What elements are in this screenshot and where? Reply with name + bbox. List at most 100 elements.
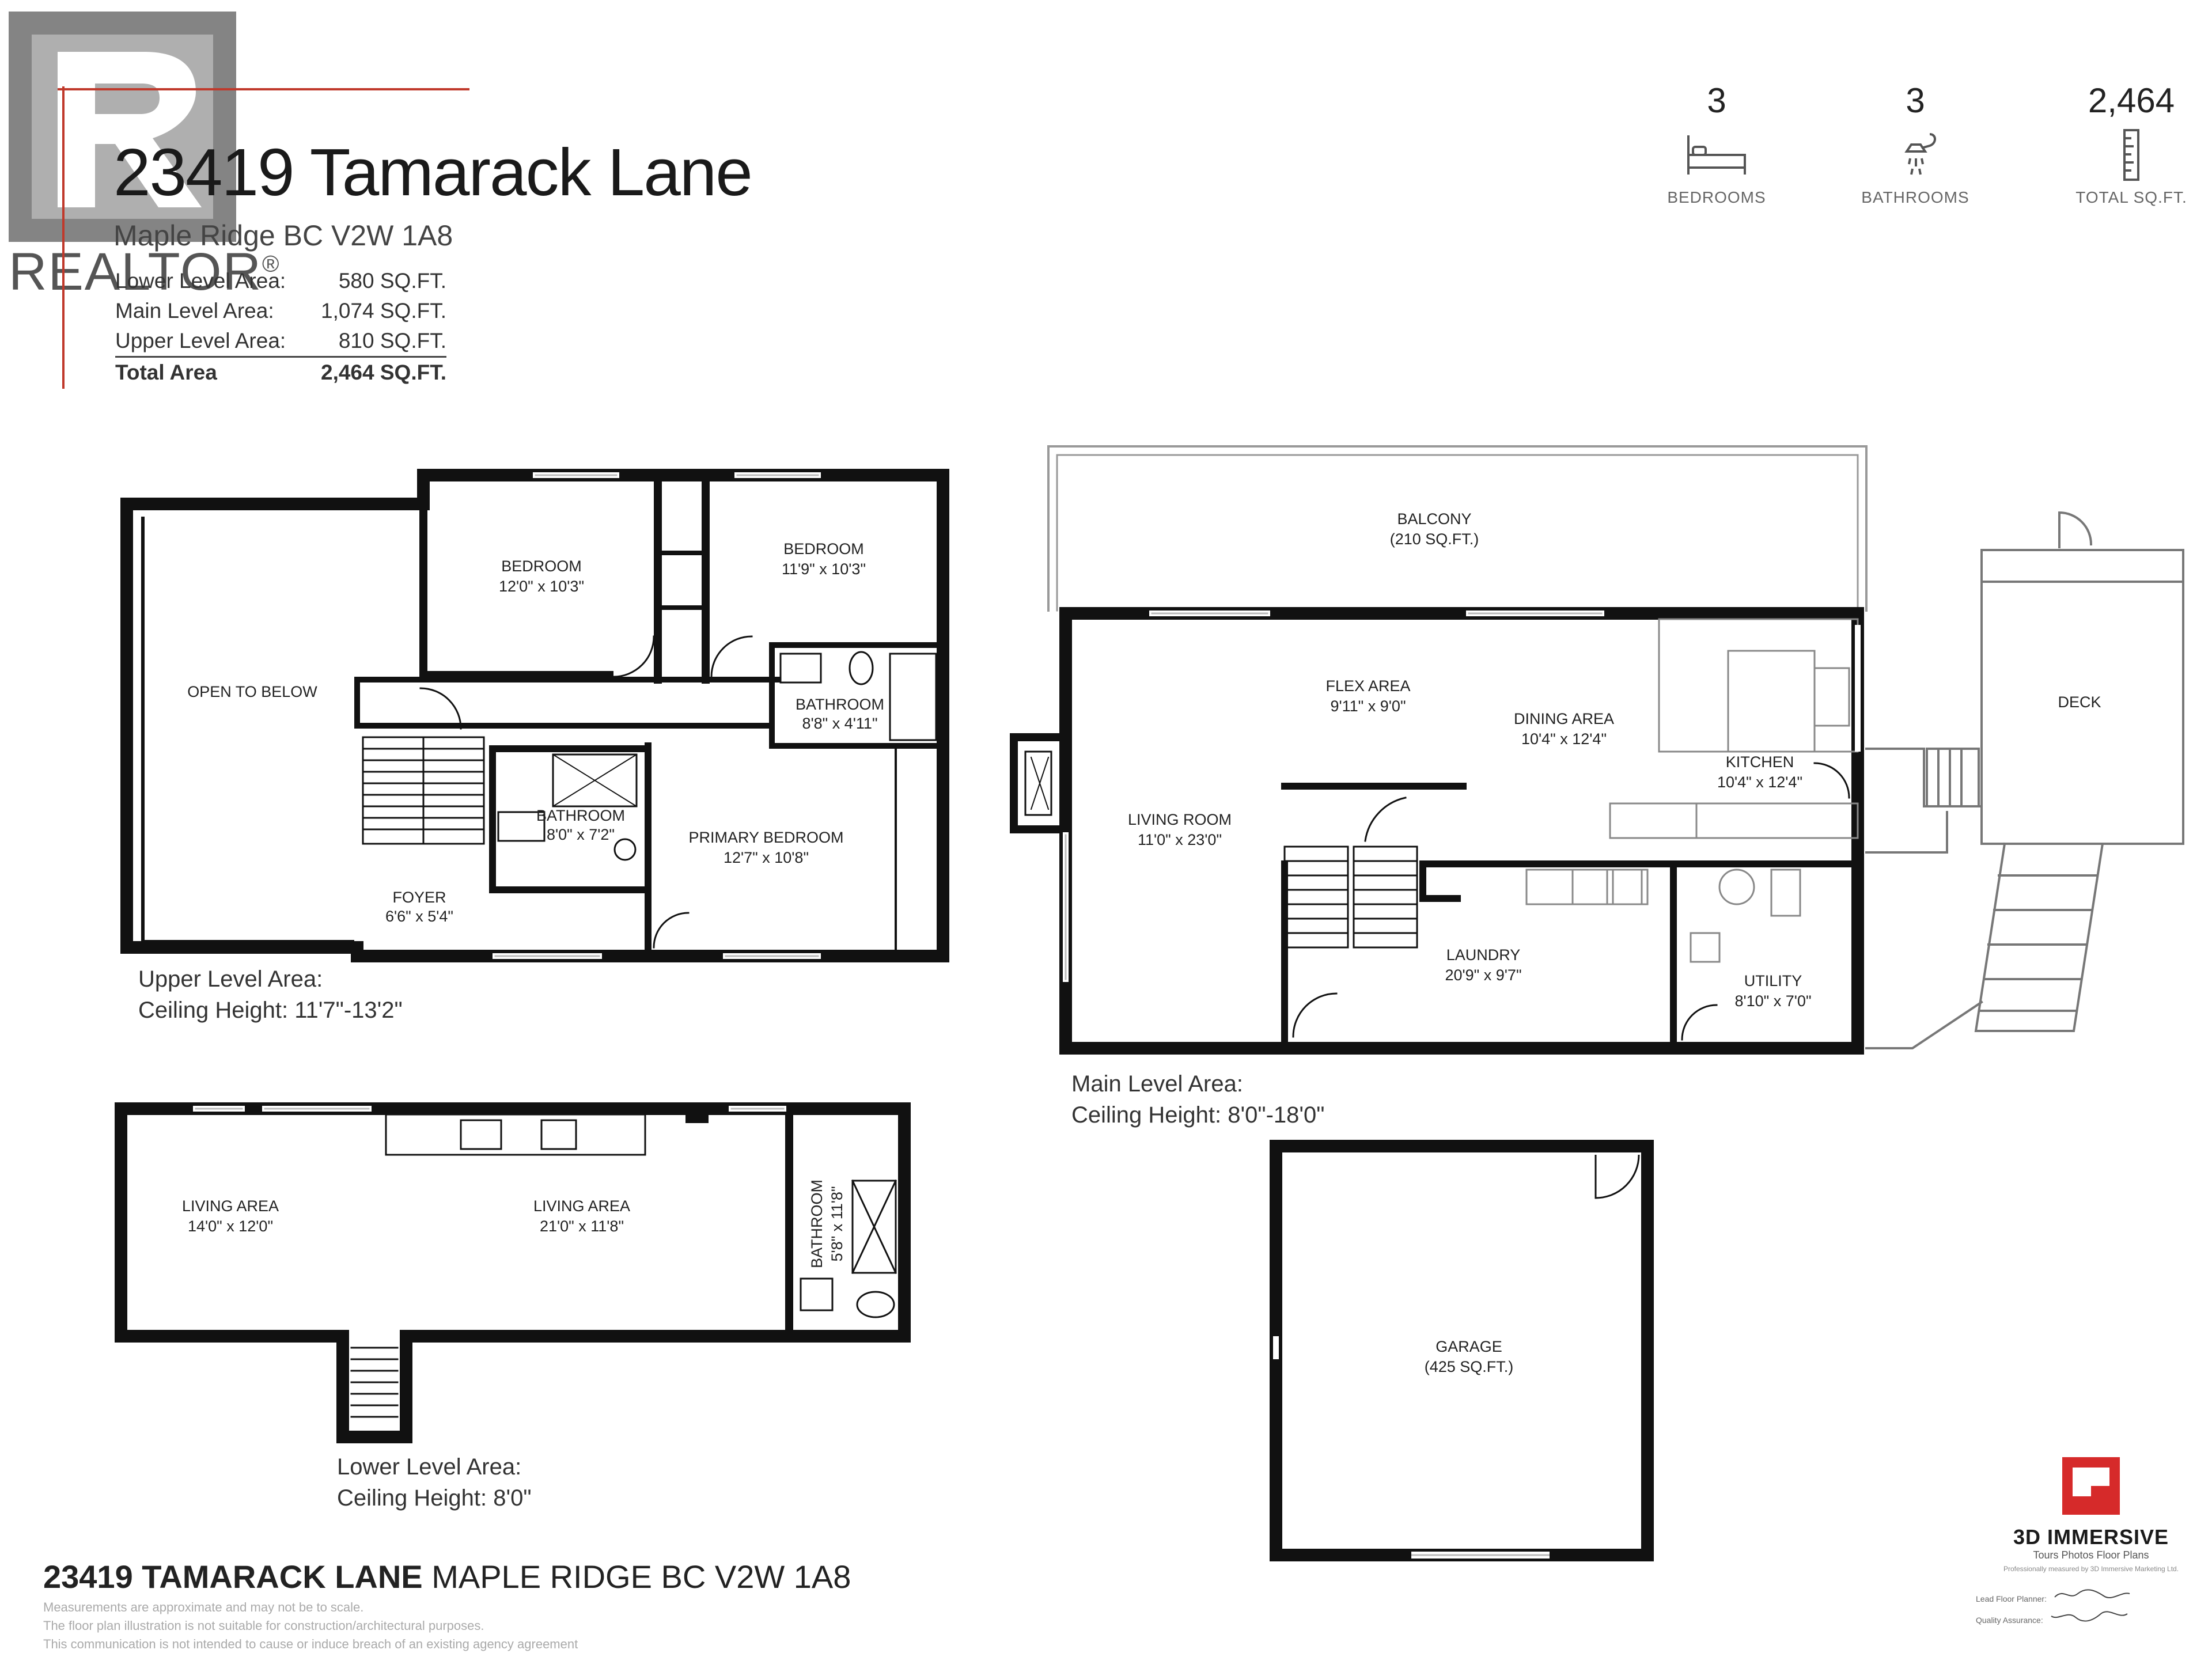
- disclaimer-line: Measurements are approximate and may not…: [43, 1600, 364, 1614]
- area-summary-table: Lower Level Area: 580 SQ.FT. Main Level …: [115, 266, 446, 388]
- signature-qa: [2051, 1611, 2128, 1622]
- area-label: Lower Level Area:: [115, 269, 286, 293]
- brand-block: 3D IMMERSIVE Tours Photos Floor Plans Pr…: [1993, 1457, 2189, 1573]
- realtor-wordmark: REALTOR®: [9, 242, 281, 301]
- room-name: BATHROOM: [796, 696, 884, 713]
- stat-value: 3: [1906, 81, 1925, 120]
- credit-qa: Quality Assurance:: [1976, 1608, 2195, 1629]
- room-name: KITCHEN: [1726, 753, 1794, 771]
- room-dim: 12'0" x 10'3": [499, 578, 584, 595]
- shower-icon: [1840, 128, 1990, 181]
- room-name: BATHROOM: [808, 1180, 825, 1268]
- area-value: 1,074 SQ.FT.: [321, 299, 446, 323]
- room-name: BEDROOM: [783, 540, 864, 558]
- room-dim: 8'0" x 7'2": [547, 826, 615, 843]
- realtor-logo: [9, 12, 236, 242]
- total-label: Total Area: [115, 361, 217, 384]
- stat-value: 2,464: [2088, 81, 2175, 120]
- room-name: PRIMARY BEDROOM: [688, 829, 843, 846]
- stat-label: BATHROOMS: [1861, 188, 1969, 206]
- room-dim: 20'9" x 9'7": [1445, 966, 1521, 984]
- room-name: 11'9" x 10'3": [782, 560, 866, 578]
- upper-level-plan: [120, 469, 949, 962]
- credit-label: Lead Floor Planner:: [1976, 1594, 2047, 1603]
- room-dim: 6'6" x 5'4": [385, 908, 453, 925]
- room-dim: 12'7" x 10'8": [724, 849, 809, 866]
- area-row-lower: Lower Level Area: 580 SQ.FT.: [115, 266, 446, 296]
- page-title: 23419 Tamarack Lane: [113, 135, 753, 210]
- caption-line: Upper Level Area:: [138, 966, 323, 992]
- main-level-plan: [1010, 445, 2184, 1055]
- footer-address-city: MAPLE RIDGE BC V2W 1A8: [431, 1559, 851, 1595]
- stat-bathrooms: 3 BATHROOMS: [1840, 81, 1990, 207]
- caption-line: Lower Level Area:: [337, 1454, 522, 1480]
- stat-label: BEDROOMS: [1667, 188, 1766, 206]
- caption-line: Ceiling Height: 8'0"-18'0": [1071, 1102, 1325, 1128]
- room-name: LAUNDRY: [1446, 946, 1521, 964]
- total-value: 2,464 SQ.FT.: [321, 361, 446, 384]
- room-name: LIVING AREA: [533, 1197, 630, 1215]
- header-red-bracket: [58, 86, 469, 389]
- room-dim: (425 SQ.FT.): [1425, 1358, 1514, 1375]
- bed-icon: [1642, 128, 1791, 181]
- lower-level-caption: Lower Level Area: Ceiling Height: 8'0": [337, 1451, 532, 1514]
- brand-tagline: Tours Photos Floor Plans: [2033, 1549, 2149, 1561]
- signature-lead: [2054, 1589, 2130, 1599]
- caption-line: Ceiling Height: 11'7"-13'2": [138, 998, 403, 1023]
- room-name: DECK: [2058, 693, 2101, 711]
- room-name: BALCONY: [1397, 510, 1471, 528]
- area-row-total: Total Area 2,464 SQ.FT.: [115, 356, 446, 388]
- footer-address-street: 23419 TAMARACK LANE: [43, 1559, 423, 1595]
- upper-level-caption: Upper Level Area: Ceiling Height: 11'7"-…: [138, 964, 403, 1026]
- stat-value: 3: [1707, 81, 1726, 120]
- room-dim: 5'8" x 11'8": [828, 1186, 846, 1261]
- room-dim: 9'11" x 9'0": [1330, 697, 1406, 715]
- stat-total-sqft: 2,464 TOTAL SQ.FT.: [2056, 81, 2206, 207]
- room-dim: 8'8" x 4'11": [802, 715, 877, 732]
- room-dim: 11'0" x 23'0": [1138, 831, 1222, 848]
- room-dim: 8'10" x 7'0": [1734, 992, 1811, 1010]
- ruler-icon: [2056, 128, 2206, 181]
- area-value: 580 SQ.FT.: [338, 269, 446, 293]
- stat-label: TOTAL SQ.FT.: [2075, 188, 2187, 206]
- caption-line: Ceiling Height: 8'0": [337, 1485, 532, 1511]
- brand-small-print: Professionally measured by 3D Immersive …: [2003, 1565, 2179, 1573]
- main-level-caption: Main Level Area: Ceiling Height: 8'0"-18…: [1071, 1068, 1324, 1131]
- room-name: LIVING AREA: [182, 1197, 279, 1215]
- room-name: OPEN TO BELOW: [187, 683, 317, 700]
- disclaimer-line: The floor plan illustration is not suita…: [43, 1618, 484, 1633]
- room-name: GARAGE: [1435, 1338, 1502, 1355]
- area-row-upper: Upper Level Area: 810 SQ.FT.: [115, 326, 446, 356]
- credits: Lead Floor Planner: Quality Assurance:: [1976, 1587, 2195, 1629]
- room-dim: (210 SQ.FT.): [1390, 530, 1479, 548]
- room-dim: 10'4" x 12'4": [1521, 730, 1607, 748]
- room-name: FLEX AREA: [1325, 677, 1410, 695]
- stat-bedrooms: 3 BEDROOMS: [1642, 81, 1791, 207]
- room-name: LIVING ROOM: [1128, 811, 1232, 828]
- area-row-main: Main Level Area: 1,074 SQ.FT.: [115, 296, 446, 326]
- room-name: BATHROOM: [536, 807, 625, 824]
- garage-plan: [1270, 1140, 1654, 1561]
- room-dim: 10'4" x 12'4": [1717, 773, 1802, 791]
- area-value: 810 SQ.FT.: [338, 329, 446, 352]
- room-name: BEDROOM: [501, 558, 582, 575]
- credit-label: Quality Assurance:: [1976, 1616, 2043, 1625]
- room-name: DINING AREA: [1514, 710, 1614, 727]
- room-dim: 21'0" x 11'8": [540, 1218, 624, 1235]
- brand-name: 3D IMMERSIVE: [2013, 1525, 2169, 1549]
- footer-address: 23419 TAMARACK LANE MAPLE RIDGE BC V2W 1…: [43, 1558, 851, 1595]
- disclaimer-line: This communication is not intended to ca…: [43, 1637, 578, 1651]
- room-dim: 14'0" x 12'0": [188, 1218, 273, 1235]
- room-name: FOYER: [392, 889, 446, 906]
- area-label: Upper Level Area:: [115, 329, 286, 352]
- disclaimer: Measurements are approximate and may not…: [43, 1598, 734, 1654]
- page-subtitle: Maple Ridge BC V2W 1A8: [113, 219, 453, 252]
- lower-level-plan: [115, 1102, 911, 1443]
- caption-line: Main Level Area:: [1071, 1071, 1243, 1097]
- room-name: UTILITY: [1744, 972, 1802, 989]
- credit-lead: Lead Floor Planner:: [1976, 1587, 2195, 1608]
- area-label: Main Level Area:: [115, 299, 274, 323]
- room-labels: BEDROOM 12'0" x 10'3" BEDROOM 11'9" x 10…: [182, 510, 2101, 1375]
- brand-logo-icon: [1993, 1457, 2189, 1515]
